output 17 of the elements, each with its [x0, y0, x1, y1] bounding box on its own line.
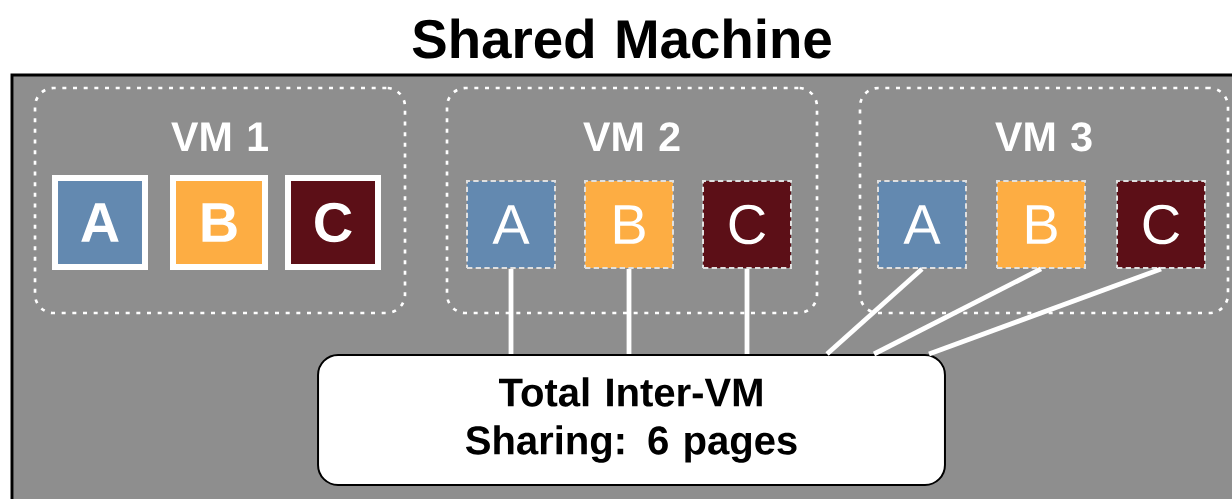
page-box: A [52, 174, 148, 271]
connector-line [626, 268, 632, 354]
connector-line [928, 266, 1162, 357]
shared-page-box: B [996, 180, 1086, 269]
page-box: C [285, 174, 381, 271]
connector-line [744, 268, 750, 354]
connector-line [872, 266, 1043, 357]
connector-line [508, 268, 514, 354]
shared-page-box: C [1116, 180, 1206, 269]
heading: Shared Machine [412, 18, 831, 59]
shared-page-box: A [466, 180, 556, 269]
shared-page-box: C [702, 180, 792, 269]
page-box: B [170, 174, 268, 271]
shared-page-box: A [877, 180, 967, 269]
total-box: Total Inter-VM Sharing: 6 pages [317, 354, 946, 486]
shared-page-box: B [584, 180, 674, 269]
connector-line [825, 267, 924, 356]
